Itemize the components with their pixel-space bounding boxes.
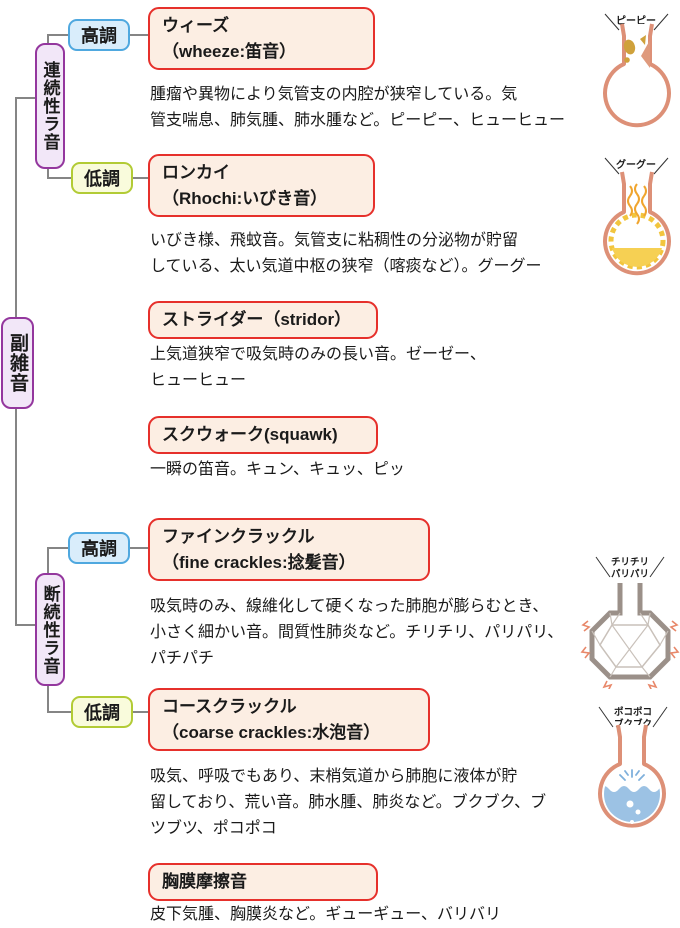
desc-wheeze: 腫瘤や異物により気管支の内腔が狭窄している。気 管支喘息、肺気腫、肺水腫など。ピ… [150, 86, 566, 129]
pitch-high-discontinuous: 高調 [68, 532, 130, 564]
bubble [630, 820, 634, 824]
connector-line [47, 711, 71, 713]
illustration-label: チリチリ [611, 557, 649, 568]
obstruction-blob [623, 39, 636, 55]
node-adventitious-sounds: 副雑音 [1, 317, 34, 409]
sound-box-stridor: ストライダー（stridor） [148, 301, 378, 339]
crackle-mark [647, 680, 658, 689]
sound-box-fine-crackles: ファインクラックル （fine crackles:捻髪音） [148, 518, 430, 581]
connector-line [47, 168, 49, 179]
sound-box-squawk: スクウォーク(squawk) [148, 416, 378, 454]
sound-ray-icon [598, 706, 614, 728]
connector-line [15, 97, 35, 99]
connector-line [47, 686, 49, 713]
connector-line [133, 711, 148, 713]
narrowed-wall [641, 40, 650, 68]
connector-line [133, 177, 148, 179]
connector-line [130, 547, 148, 549]
pitch-low-discontinuous: 低調 [71, 696, 133, 728]
sound-box-pleural-friction: 胸膜摩擦音 [148, 863, 378, 901]
connector-line [47, 177, 71, 179]
sound-ray-icon [653, 157, 669, 175]
pitch-high-continuous: 高調 [68, 19, 130, 51]
connector-line [130, 34, 148, 36]
sound-box-coarse-crackles: コースクラックル （coarse crackles:水泡音） [148, 688, 430, 751]
sound-ray-icon [653, 13, 669, 31]
crackle-mark [580, 646, 591, 659]
connector-line [47, 34, 68, 36]
illustration-label: ポコポコ [614, 706, 652, 718]
sound-ray-icon [604, 157, 620, 175]
desc-coarse-crackles: 吸気、呼吸でもあり、末梢気道から肺胞に液体が貯 留しており、荒い音。肺水腫、肺炎… [150, 768, 547, 837]
desc-rhonchi: いびき様、飛蚊音。気管支に粘稠性の分泌物が貯留 している、太い気道中枢の狭窄（喀… [150, 232, 542, 275]
sound-box-rhonchi: ロンカイ （Rhochi:いびき音） [148, 154, 375, 217]
connector-line [15, 624, 35, 626]
connector-line [47, 34, 49, 45]
desc-fine-crackles: 吸気時のみ、線維化して硬くなった肺胞が膨らむとき、 小さく細かい音。間質性肺炎な… [150, 598, 564, 667]
sound-ray-icon [649, 556, 665, 578]
sound-ray-icon [652, 706, 668, 728]
bubble [635, 809, 641, 815]
flask-outline [603, 23, 671, 128]
node-continuous-rales: 連続性ラ音 [35, 43, 65, 169]
node-discontinuous-rales: 断続性ラ音 [35, 573, 65, 686]
desc-pleural-friction: 皮下気腫、胸膜炎など。ギューギュー、バリバリ [150, 906, 502, 923]
secretion-wave [641, 185, 647, 217]
secretion-wave [627, 185, 633, 217]
desc-squawk: 一瞬の笛音。キュン、キュッ、ピッ [150, 461, 405, 478]
obstruction-blob [640, 35, 646, 45]
illustration-fine-crackles-flask: チリチリ パリパリ [580, 556, 680, 689]
sound-box-wheeze: ウィーズ （wheeze:笛音） [148, 7, 375, 70]
illustration-label: パリパリ [611, 568, 649, 580]
secretion-wave [634, 183, 640, 225]
illustration-label: グーグー [616, 158, 656, 171]
illustration-wheeze-flask: ピーピー [603, 13, 671, 128]
crackle-mark [669, 646, 680, 659]
hardened-flask-outline [589, 583, 671, 680]
illustration-coarse-crackles-flask: ポコポコ ブクブク [598, 706, 668, 828]
crackle-mark [669, 620, 679, 632]
connector-line [47, 547, 68, 549]
obstruction-blob [624, 57, 630, 63]
facet-lines [591, 612, 669, 678]
pitch-low-continuous: 低調 [71, 162, 133, 194]
illustration-rhonchi-flask: グーグー [603, 157, 671, 276]
bubble [626, 800, 634, 808]
splash-icon [619, 769, 645, 781]
sound-ray-icon [604, 13, 620, 31]
crackle-mark [581, 620, 591, 632]
desc-stridor: 上気道狭窄で吸気時のみの長い音。ゼーゼー、 ヒューヒュー [150, 346, 486, 389]
connector-line [47, 547, 49, 574]
mucus-pool [612, 248, 662, 267]
crackle-mark [602, 680, 613, 689]
sound-ray-icon [595, 556, 611, 578]
